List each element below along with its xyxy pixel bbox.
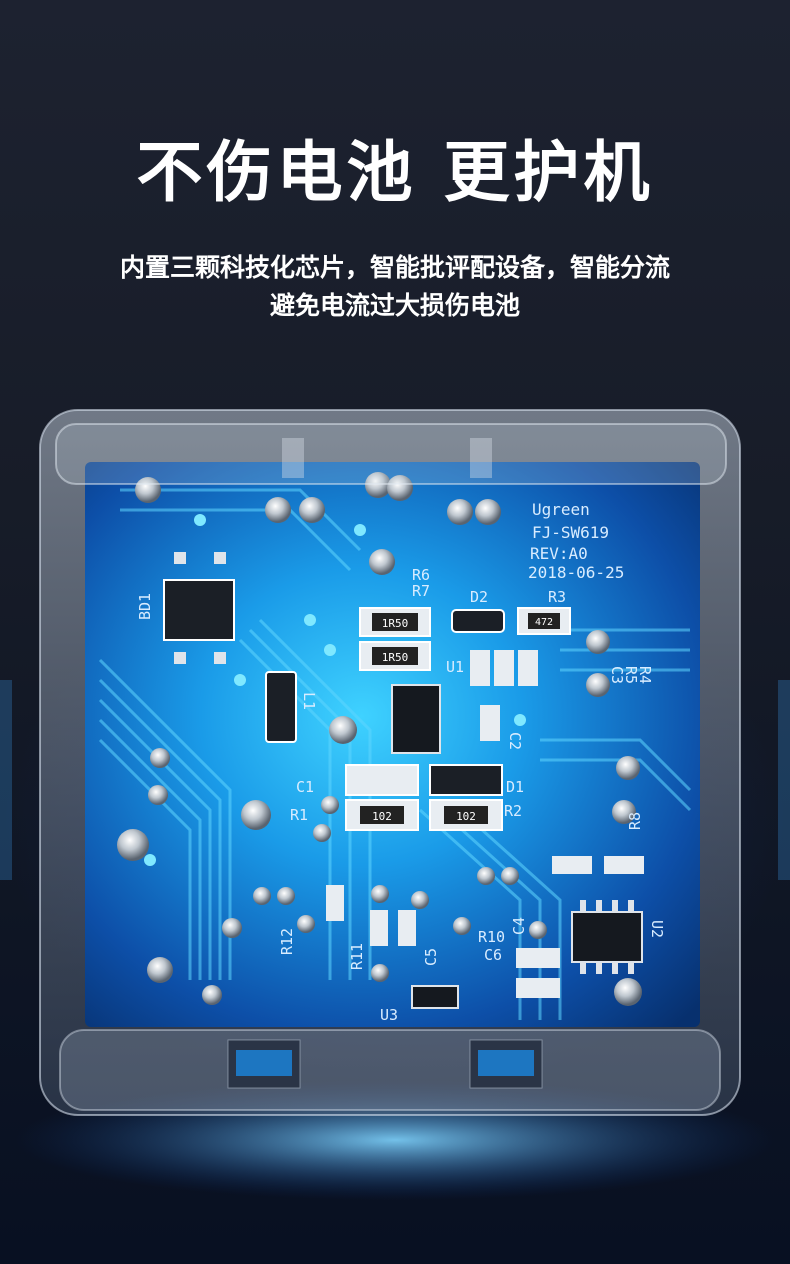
svg-text:R11: R11 xyxy=(348,943,366,970)
pcb-date-text: 2018-06-25 xyxy=(528,563,624,582)
svg-text:U2: U2 xyxy=(648,920,666,938)
svg-text:C6: C6 xyxy=(484,946,502,964)
inductor-l1 xyxy=(265,671,297,743)
svg-text:R3: R3 xyxy=(548,588,566,606)
shell-bottom xyxy=(59,1029,721,1111)
clip-left xyxy=(282,438,304,478)
clip-right xyxy=(470,438,492,478)
charger-product-image: 1R50 1R50 472 xyxy=(0,380,790,1264)
svg-text:R2: R2 xyxy=(504,802,522,820)
resistors-r6-r7: 1R50 1R50 xyxy=(359,607,431,671)
ic-u1 xyxy=(391,684,441,754)
svg-text:C3: C3 xyxy=(608,666,626,684)
charger-illustration: 1R50 1R50 472 xyxy=(0,409,790,1200)
svg-text:R12: R12 xyxy=(278,928,296,955)
svg-text:R7: R7 xyxy=(412,582,430,600)
svg-text:R1: R1 xyxy=(290,806,308,824)
svg-text:R8: R8 xyxy=(626,812,644,830)
svg-text:D2: D2 xyxy=(470,588,488,606)
svg-text:1R50: 1R50 xyxy=(382,651,409,664)
headline: 不伤电池 更护机 xyxy=(136,134,654,211)
svg-text:C2: C2 xyxy=(506,732,524,750)
svg-text:C5: C5 xyxy=(422,948,440,966)
pcb-brand-text: Ugreen xyxy=(532,500,590,519)
diode-d2 xyxy=(451,609,505,633)
smd-cluster-lower xyxy=(326,885,560,998)
shell-top-rim xyxy=(55,423,727,485)
subheadline-line-1: 内置三颗科技化芯片，智能批评配设备，智能分流 xyxy=(119,253,670,282)
pcb-component-labels: BD1 R6 R7 D2 R3 U1 C3 R5 R4 L1 C2 C1 D1 … xyxy=(136,566,666,1024)
resistor-r3 xyxy=(517,607,571,635)
svg-text:1R50: 1R50 xyxy=(382,617,409,630)
resistor-r8-b xyxy=(604,856,644,874)
ic-u2 xyxy=(571,911,643,963)
pcb-model-text: FJ-SW619 xyxy=(532,523,609,542)
svg-text:D1: D1 xyxy=(506,778,524,796)
svg-text:U3: U3 xyxy=(380,1006,398,1024)
svg-text:R4: R4 xyxy=(636,666,654,684)
svg-text:U1: U1 xyxy=(446,658,464,676)
svg-text:102: 102 xyxy=(456,810,476,823)
smd-cluster-c3-r5 xyxy=(470,650,538,741)
svg-text:102: 102 xyxy=(372,810,392,823)
smd-row-c1-d1: 102 102 xyxy=(345,764,503,831)
svg-text:R5: R5 xyxy=(622,666,640,684)
svg-text:C1: C1 xyxy=(296,778,314,796)
svg-text:R6: R6 xyxy=(412,566,430,584)
svg-text:472: 472 xyxy=(535,617,553,628)
resistor-r8-a xyxy=(552,856,592,874)
solder-pads xyxy=(117,472,642,1006)
ic-u3 xyxy=(411,985,459,1009)
svg-text:L1: L1 xyxy=(300,692,318,710)
pcb-revision-text: REV:A0 xyxy=(530,544,588,563)
subheadline-line-2: 避免电流过大损伤电池 xyxy=(269,291,520,320)
svg-text:BD1: BD1 xyxy=(136,593,154,620)
bridge-rectifier-bd1 xyxy=(163,552,235,664)
svg-text:R10: R10 xyxy=(478,928,505,946)
svg-text:C4: C4 xyxy=(510,917,528,935)
